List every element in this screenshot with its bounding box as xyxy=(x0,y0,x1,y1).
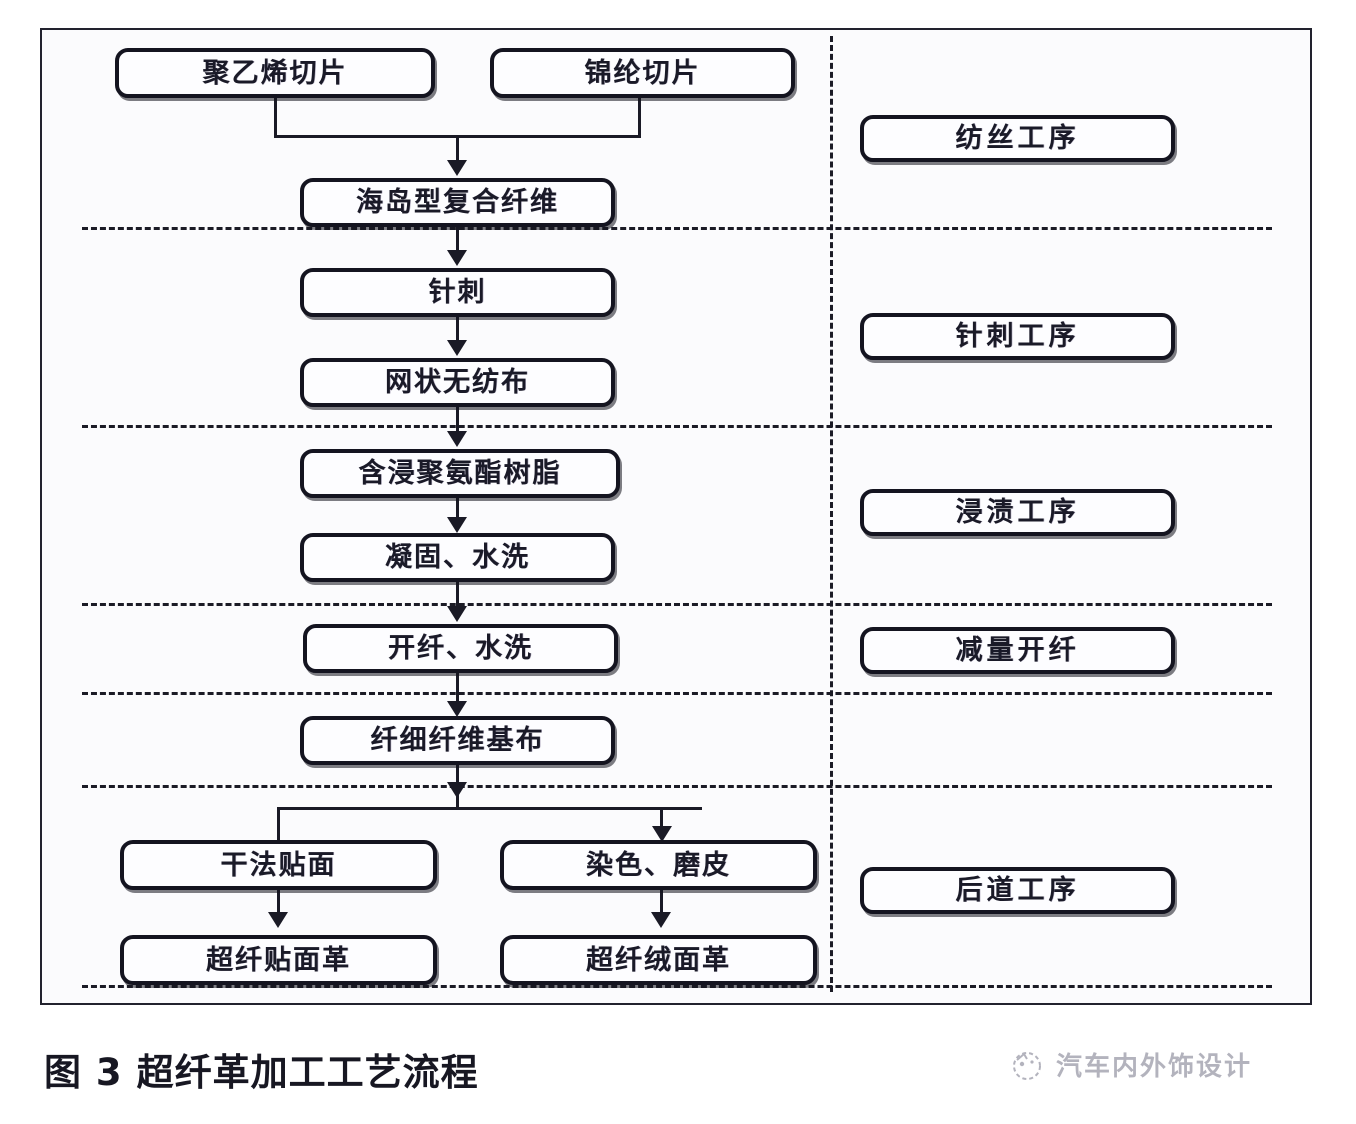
flow-node-label: 针刺 xyxy=(428,277,487,308)
stage-divider-1 xyxy=(82,227,1272,230)
circular-logo-icon xyxy=(1013,1051,1041,1080)
arrowhead-branch-center xyxy=(447,782,467,798)
flow-node-label: 聚乙烯切片 xyxy=(202,57,348,89)
flow-node-dry-lamination[interactable]: 干法贴面 xyxy=(120,840,437,890)
connector-split-to-base xyxy=(456,673,459,703)
flow-node-label: 开纤、水洗 xyxy=(388,633,533,664)
stage-label-post-process[interactable]: 后道工序 xyxy=(860,867,1175,914)
arrowhead-to-sea-island xyxy=(447,160,467,176)
connector-merge-down xyxy=(456,135,459,163)
connector-fiber-to-needle xyxy=(456,226,459,252)
stage-divider-2 xyxy=(82,425,1272,428)
flow-node-label: 超纤绒面革 xyxy=(586,944,731,976)
flow-node-needle-punch[interactable]: 针刺 xyxy=(300,268,615,317)
connector-branch-right-down xyxy=(660,807,663,832)
connector-pe-down xyxy=(274,97,277,137)
arrowhead-to-laminated-leather xyxy=(268,912,288,928)
flow-node-label: 海岛型复合纤维 xyxy=(356,187,559,218)
flow-node-dye-buff[interactable]: 染色、磨皮 xyxy=(500,840,817,890)
connector-pu-to-coagulate xyxy=(456,497,459,519)
stage-label-text: 浸渍工序 xyxy=(955,497,1080,528)
stage-divider-5 xyxy=(82,785,1272,788)
connector-branch-rail xyxy=(277,807,702,810)
figure-caption: 图 3 超纤革加工工艺流程 xyxy=(44,1042,479,1096)
connector-coagulate-to-split xyxy=(456,582,459,608)
flow-node-pe-chips[interactable]: 聚乙烯切片 xyxy=(115,48,435,98)
connector-needle-to-web xyxy=(456,316,459,342)
flow-node-nylon-chips[interactable]: 锦纶切片 xyxy=(490,48,795,98)
caption-number: 图 3 xyxy=(44,1051,123,1094)
stage-divider-3 xyxy=(82,603,1272,606)
flow-node-label: 纤细纤维基布 xyxy=(370,725,545,756)
stage-label-text: 纺丝工序 xyxy=(955,123,1080,154)
arrowhead-to-split-wash xyxy=(447,606,467,622)
flow-node-coagulate-wash[interactable]: 凝固、水洗 xyxy=(300,533,615,582)
arrowhead-to-coagulate-wash xyxy=(447,517,467,533)
arrowhead-to-suede-leather xyxy=(651,912,671,928)
arrowhead-to-fine-fiber-base xyxy=(447,701,467,717)
flow-node-pu-impregnation[interactable]: 含浸聚氨酯树脂 xyxy=(300,449,620,498)
flow-node-suede-leather[interactable]: 超纤绒面革 xyxy=(500,935,817,985)
flow-node-web-nonwoven[interactable]: 网状无纺布 xyxy=(300,358,615,407)
flow-node-laminated-leather[interactable]: 超纤贴面革 xyxy=(120,935,437,985)
flow-stage-divider xyxy=(830,36,833,992)
arrowhead-to-web-nonwoven xyxy=(447,340,467,356)
watermark-text: 汽车内外饰设计 xyxy=(1056,1052,1253,1082)
stage-label-text: 针刺工序 xyxy=(955,321,1080,352)
flow-node-split-wash[interactable]: 开纤、水洗 xyxy=(303,624,618,673)
connector-web-to-pu xyxy=(456,407,459,433)
flow-node-fine-fiber-base[interactable]: 纤细纤维基布 xyxy=(300,716,615,765)
flow-node-label: 凝固、水洗 xyxy=(385,542,530,573)
stage-divider-4 xyxy=(82,692,1272,695)
connector-nylon-down xyxy=(638,97,641,137)
arrowhead-to-pu-impregnation xyxy=(447,431,467,447)
connector-dry-to-laminated xyxy=(277,890,280,914)
flow-node-label: 干法贴面 xyxy=(220,849,337,881)
stage-label-impregnation[interactable]: 浸渍工序 xyxy=(860,489,1175,536)
stage-label-weight-loss[interactable]: 减量开纤 xyxy=(860,627,1175,674)
stage-label-spinning[interactable]: 纺丝工序 xyxy=(860,115,1175,162)
connector-dye-to-suede xyxy=(660,890,663,914)
flow-node-label: 染色、磨皮 xyxy=(586,849,731,881)
stage-label-text: 后道工序 xyxy=(955,875,1080,906)
flow-node-label: 锦纶切片 xyxy=(584,57,701,89)
stage-divider-6 xyxy=(82,985,1272,988)
flow-node-label: 超纤贴面革 xyxy=(206,944,351,976)
stage-label-needling[interactable]: 针刺工序 xyxy=(860,313,1175,360)
watermark: 汽车内外饰设计 xyxy=(1010,1046,1252,1083)
stage-label-text: 减量开纤 xyxy=(955,635,1080,666)
caption-text: 超纤革加工工艺流程 xyxy=(136,1051,479,1094)
flow-node-label: 含浸聚氨酯树脂 xyxy=(358,458,562,489)
arrowhead-to-needle-punch xyxy=(447,250,467,266)
connector-branch-left-down xyxy=(277,807,280,840)
flow-node-sea-island-fiber[interactable]: 海岛型复合纤维 xyxy=(300,178,615,227)
arrowhead-to-dye-buff xyxy=(652,826,672,842)
flow-node-label: 网状无纺布 xyxy=(385,367,530,398)
